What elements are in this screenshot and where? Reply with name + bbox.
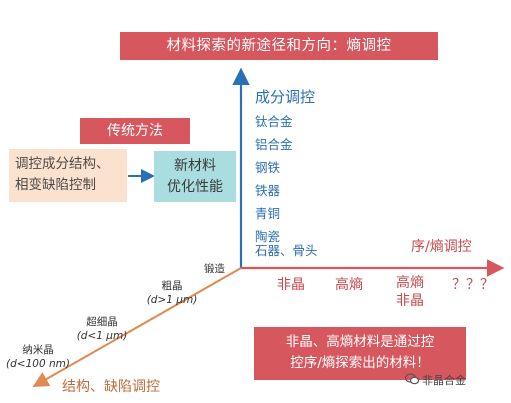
- title-banner: 材料探索的新途径和方向：熵调控: [120, 32, 438, 60]
- y-item-titanium-alloy: 钛合金: [255, 114, 293, 129]
- d-item-coarse-label: 粗晶: [161, 280, 183, 292]
- d-item-nano-label: 纳米晶: [22, 344, 54, 356]
- x-item-unknown: ？？？: [452, 277, 494, 293]
- y-item-ceramic: 陶瓷: [255, 229, 281, 244]
- target-line-1: 新材料: [174, 158, 216, 174]
- traditional-target-box: 新材料 优化性能: [154, 151, 236, 202]
- d-item-ultrafine-size: (d<1 μm): [76, 330, 128, 342]
- wechat-logo-icon: [405, 373, 419, 385]
- d-item-coarse-size: (d>1 μm): [146, 294, 198, 306]
- d-axis-line: [32, 267, 242, 387]
- conclusion-line-2: 控序/熵探索出的材料！: [290, 355, 430, 371]
- watermark-text: 非晶合金: [422, 374, 466, 387]
- traditional-source-box: 调控成分结构、 相变缺陷控制: [9, 149, 127, 202]
- y-item-bronze: 青铜: [255, 206, 281, 221]
- d-item-nano: 纳米晶 (d<100 nm): [2, 343, 74, 371]
- d-item-coarse: 粗晶 (d>1 μm): [142, 279, 202, 307]
- conclusion-line-1: 非晶、高熵材料是通过控: [285, 334, 435, 350]
- d-item-ultrafine-label: 超细晶: [86, 316, 118, 328]
- d-item-ultrafine: 超细晶 (d<1 μm): [72, 315, 132, 343]
- x-item-amorphous: 非晶: [277, 277, 305, 293]
- source-line-1: 调控成分结构、: [15, 156, 110, 172]
- y-axis-title: 成分调控: [255, 88, 316, 106]
- x-item-he-line2: 非晶: [396, 293, 424, 309]
- source-line-2: 相变缺陷控制: [15, 177, 96, 193]
- y-item-aluminum-alloy: 铝合金: [255, 137, 293, 152]
- conclusion-banner: 非晶、高熵材料是通过控 控序/熵探索出的材料！: [254, 327, 466, 380]
- x-item-he-line1: 高熵: [396, 275, 424, 291]
- d-item-forged: 锻造: [204, 263, 225, 275]
- y-item-iron: 铁器: [255, 183, 281, 198]
- y-item-stone-bone: 石器、骨头: [255, 243, 318, 258]
- x-item-high-entropy-amorphous: 高熵 非晶: [396, 274, 424, 310]
- target-line-2: 优化性能: [167, 179, 223, 195]
- y-item-steel: 钢铁: [255, 160, 281, 175]
- d-item-nano-size: (d<100 nm): [6, 358, 70, 370]
- traditional-method-label: 传统方法: [80, 118, 190, 144]
- x-item-high-entropy: 高熵: [335, 277, 363, 293]
- d-axis-title: 结构、缺陷调控: [62, 379, 160, 395]
- x-axis-title: 序/熵调控: [411, 239, 472, 255]
